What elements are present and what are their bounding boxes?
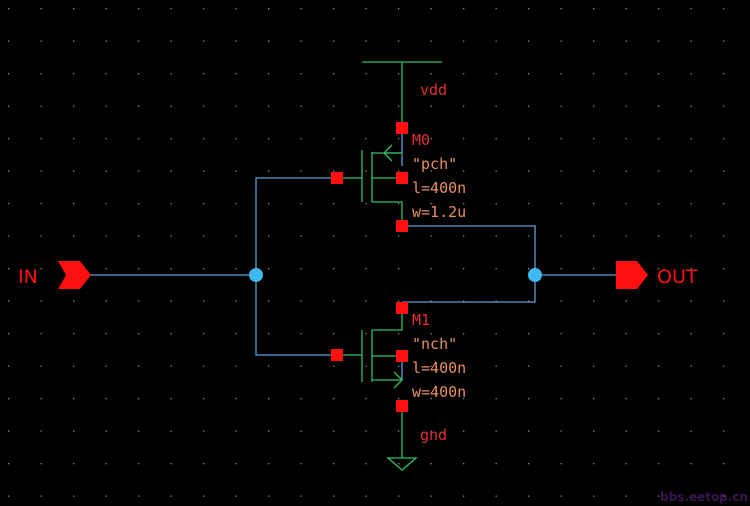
- input-pin-icon[interactable]: [58, 261, 91, 289]
- junction-out: [528, 268, 542, 282]
- input-pin-label: IN: [18, 266, 38, 288]
- watermark: bbs.eetop.cn: [660, 490, 748, 504]
- pmos-width-label: w=1.2u: [412, 203, 466, 221]
- pmos-model-label: "pch": [412, 155, 457, 173]
- symbols: [343, 61, 442, 471]
- vdd-label: vdd: [420, 81, 447, 99]
- terminal-nmos-drain[interactable]: [396, 302, 408, 314]
- output-pin-label: OUT: [657, 266, 698, 288]
- wire-out-loop[interactable]: [402, 225, 536, 303]
- terminals: [331, 122, 408, 412]
- pmos-length-label: l=400n: [412, 179, 466, 197]
- terminal-pmos-body[interactable]: [396, 172, 408, 184]
- vdd-symbol[interactable]: [362, 61, 442, 122]
- terminal-nmos-source[interactable]: [396, 400, 408, 412]
- terminal-pmos-drain[interactable]: [396, 220, 408, 232]
- wires: [90, 134, 616, 380]
- pmos-symbol[interactable]: [343, 144, 403, 220]
- gnd-symbol[interactable]: [386, 412, 418, 471]
- terminal-nmos-body[interactable]: [396, 350, 408, 362]
- nmos-instance-label: M1: [412, 311, 430, 329]
- wire-gates[interactable]: [255, 177, 337, 356]
- terminal-nmos-gate[interactable]: [331, 349, 343, 361]
- output-pin-icon[interactable]: [616, 261, 648, 289]
- nmos-width-label: w=400n: [412, 383, 466, 401]
- nmos-length-label: l=400n: [412, 359, 466, 377]
- terminal-pmos-source[interactable]: [396, 122, 408, 134]
- junction-in: [249, 268, 263, 282]
- gnd-label: gnd: [420, 426, 447, 444]
- pmos-instance-label: M0: [412, 131, 430, 149]
- nmos-symbol[interactable]: [343, 314, 403, 389]
- nmos-model-label: "nch": [412, 335, 457, 353]
- terminal-pmos-gate[interactable]: [331, 172, 343, 184]
